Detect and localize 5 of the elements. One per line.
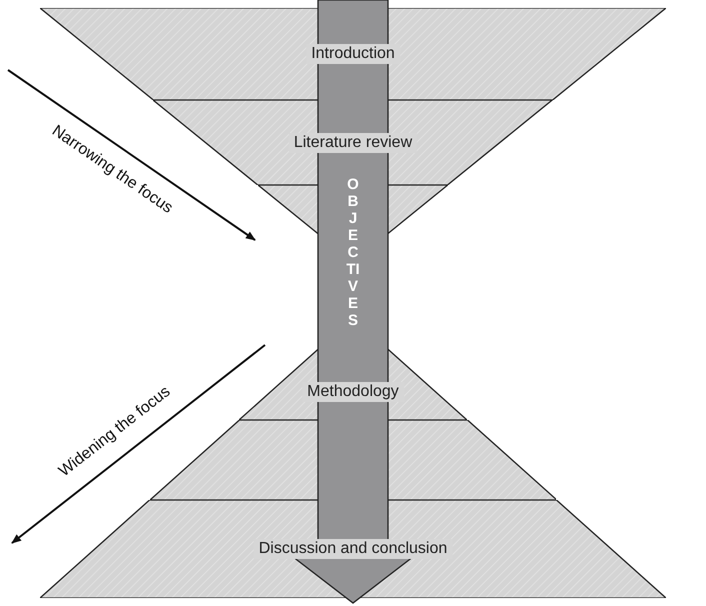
band-label: Discussion and conclusion bbox=[254, 539, 452, 559]
band-label: Literature review bbox=[288, 132, 418, 152]
band-label: Introduction bbox=[306, 44, 400, 64]
band-label: Methodology bbox=[302, 382, 404, 402]
vertical-heading: OBJECTIVES bbox=[345, 176, 361, 329]
